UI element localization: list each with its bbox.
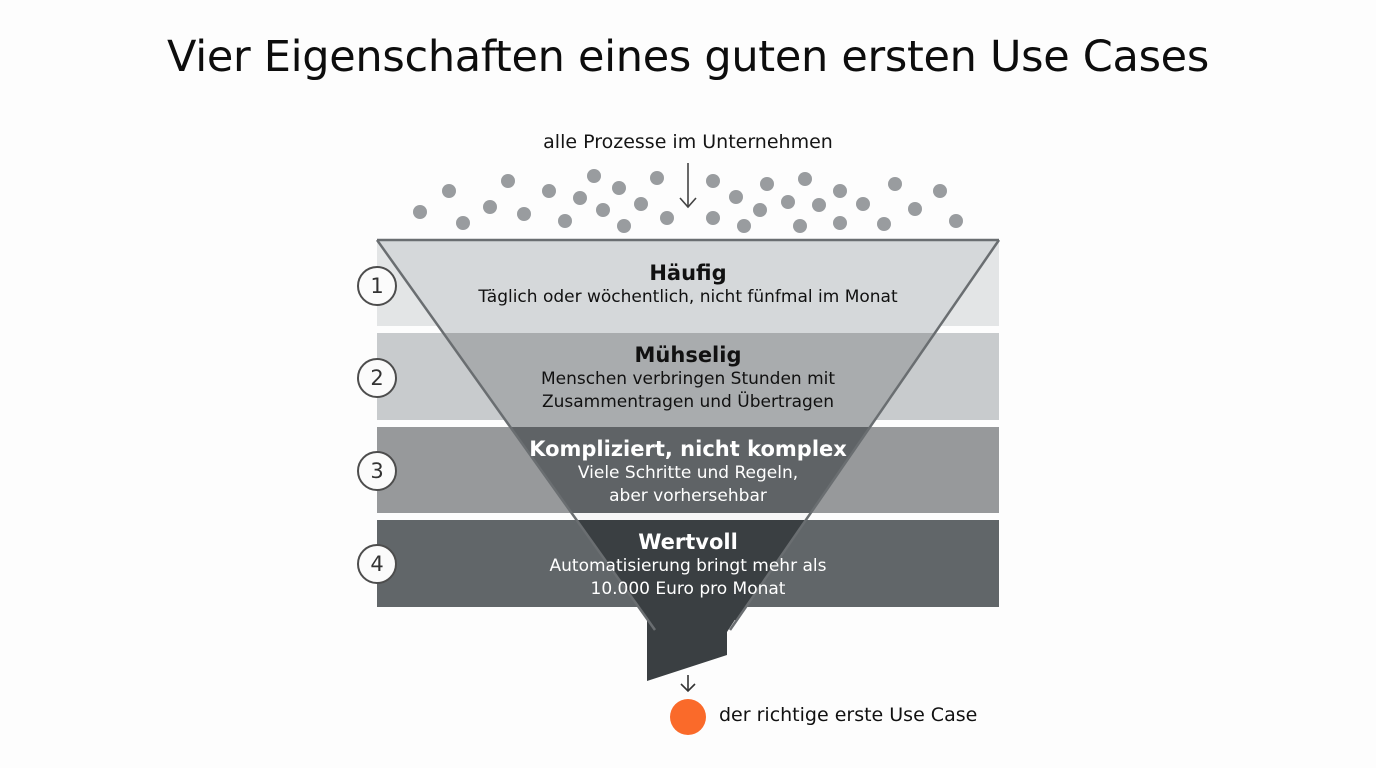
stage-2: Mühselig Menschen verbringen Stunden mit… — [377, 342, 999, 414]
output-dot — [670, 699, 706, 735]
stage-description-line: Menschen verbringen Stunden mit — [540, 369, 836, 389]
page-title: Vier Eigenschaften eines guten ersten Us… — [167, 32, 1209, 82]
stage-title: Wertvoll — [638, 530, 738, 554]
stage-description-line: Viele Schritte und Regeln, — [577, 463, 799, 483]
funnel-spout — [647, 612, 740, 681]
stage-title: Mühselig — [634, 343, 742, 367]
input-label: alle Prozesse im Unternehmen — [543, 131, 833, 153]
stage-number-2: 2 — [357, 358, 397, 398]
stage-4: Wertvoll Automatisierung bringt mehr als… — [377, 529, 999, 601]
funnel-outline — [375, 238, 1001, 631]
stage-number-3: 3 — [357, 451, 397, 491]
stage-description-line: aber vorhersehbar — [609, 486, 767, 506]
down-arrow-icon — [680, 675, 696, 693]
stage-description: Täglich oder wöchentlich, nicht fünfmal … — [478, 287, 898, 307]
stage-description-line: Automatisierung bringt mehr als — [549, 556, 827, 576]
stage-description-line: Zusammentragen und Übertragen — [541, 392, 835, 412]
stage-title: Kompliziert, nicht komplex — [529, 437, 847, 461]
process-dots — [413, 169, 963, 233]
stage-description-line: 10.000 Euro pro Monat — [590, 579, 786, 599]
stage-3: Kompliziert, nicht komplex Viele Schritt… — [377, 436, 999, 508]
stage-number-4: 4 — [357, 544, 397, 584]
stage-1: Häufig Täglich oder wöchentlich, nicht f… — [377, 260, 999, 309]
stage-title: Häufig — [649, 261, 727, 285]
down-arrow-icon — [679, 163, 697, 209]
output-label: der richtige erste Use Case — [719, 704, 978, 726]
stage-number-1: 1 — [357, 266, 397, 306]
